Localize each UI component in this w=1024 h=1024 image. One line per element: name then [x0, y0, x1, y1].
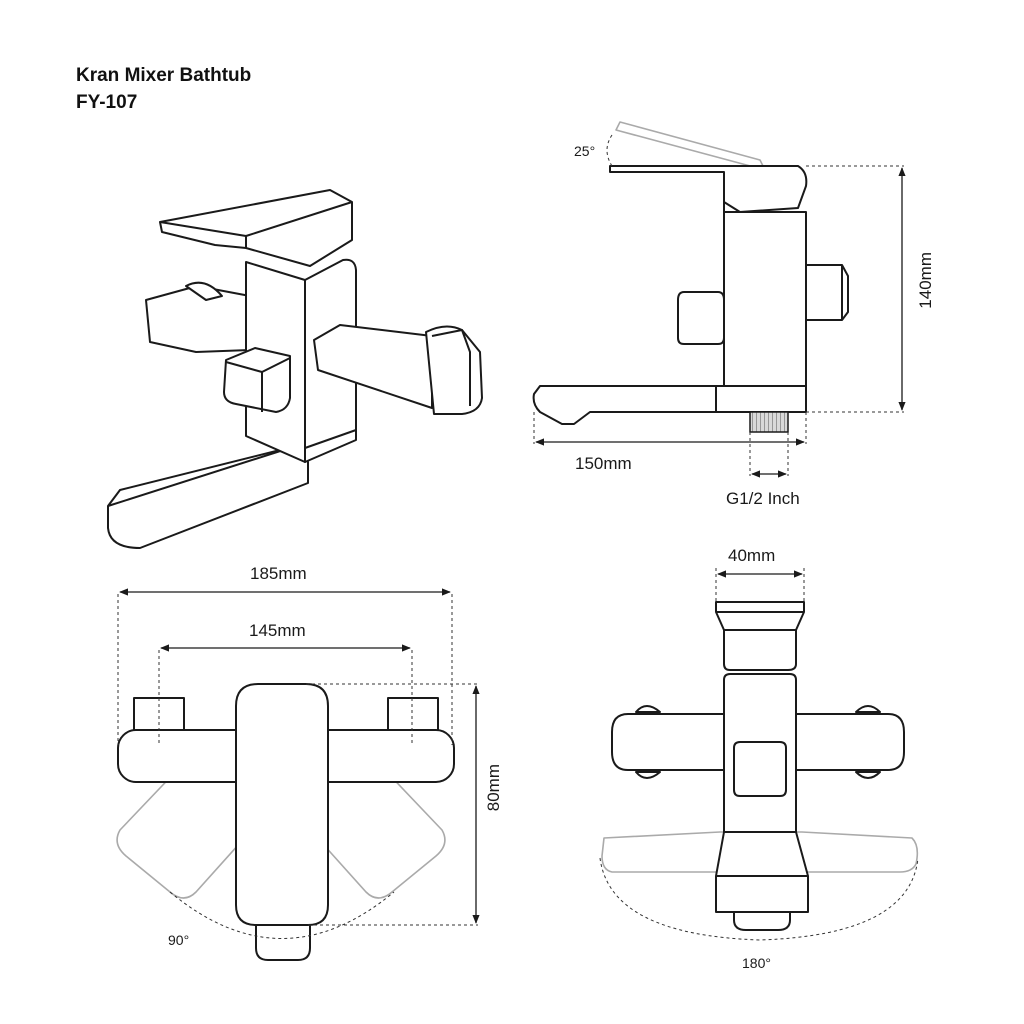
- perspective-view: [107, 189, 483, 549]
- side-view: [532, 121, 906, 478]
- front-view: [599, 568, 919, 941]
- perspective-left-handle: [145, 285, 251, 353]
- title-block: Kran Mixer Bathtub FY-107: [76, 62, 251, 116]
- side-thread: [749, 411, 789, 433]
- side-lever-ghost: [615, 121, 766, 171]
- height-label: 140mm: [916, 252, 935, 309]
- thread-label: G1/2 Inch: [726, 489, 800, 508]
- front-rotation-arc: [599, 857, 919, 941]
- top-spout-outlet: [255, 924, 311, 961]
- top-view: [116, 588, 480, 961]
- top-right-inlet: [387, 697, 439, 735]
- side-lever: [609, 165, 808, 213]
- side-connector: [805, 264, 843, 321]
- perspective-diverter-knob: [223, 347, 291, 413]
- side-diverter-button: [677, 291, 725, 345]
- top-lever: [235, 683, 329, 926]
- model-number: FY-107: [76, 92, 138, 113]
- handle-angle-label: 25°: [574, 143, 596, 159]
- center-distance-label: 145mm: [249, 621, 306, 640]
- front-outlet: [733, 911, 791, 931]
- front-spout-base: [715, 831, 809, 913]
- side-body: [723, 211, 807, 393]
- spout-rotation-label: 180°: [742, 955, 771, 971]
- perspective-lever: [159, 189, 353, 267]
- handle-rotation-label: 90°: [168, 932, 190, 948]
- body-width-label: 40mm: [728, 546, 776, 565]
- overall-width-label: 185mm: [250, 564, 307, 583]
- perspective-spout: [107, 444, 309, 549]
- spout-length-label: 150mm: [575, 454, 632, 473]
- front-right-handle: [795, 713, 905, 771]
- side-spout: [532, 385, 807, 425]
- front-left-handle: [611, 713, 725, 771]
- product-name: Kran Mixer Bathtub: [76, 65, 252, 86]
- front-lever: [715, 601, 805, 671]
- front-diverter-button: [733, 741, 787, 797]
- top-depth-label: 80mm: [484, 764, 503, 812]
